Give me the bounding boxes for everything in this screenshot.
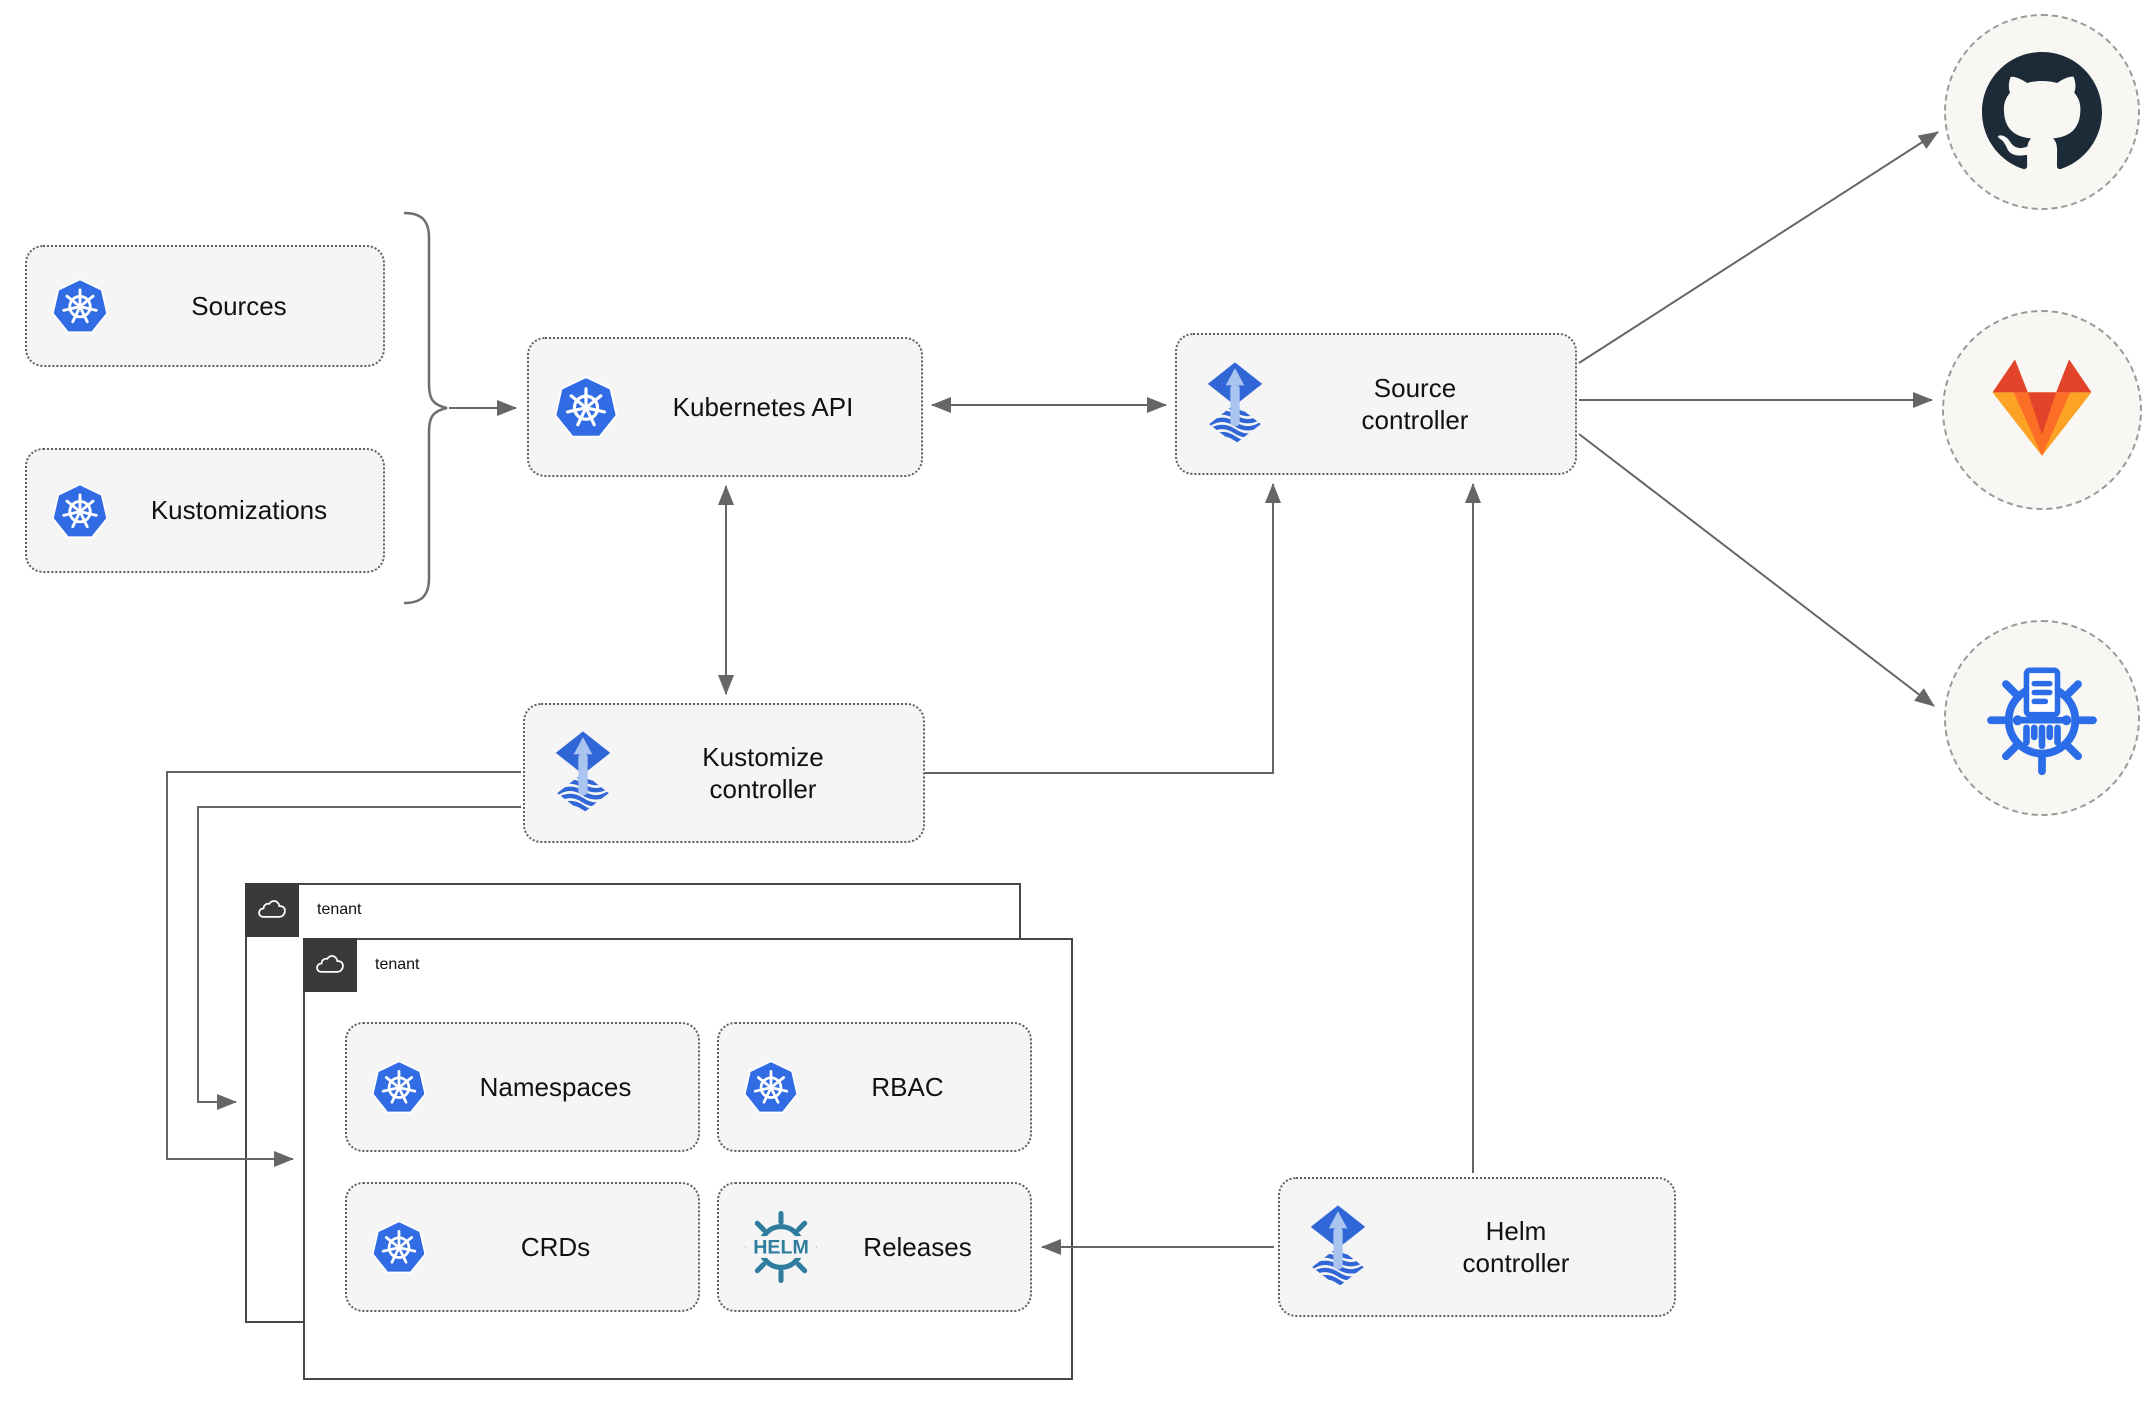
edge-source-to-github: [1578, 131, 1939, 364]
node-label: Kubernetes API: [672, 391, 854, 422]
tenant-tag-back: [245, 883, 299, 937]
node-kustomize-controller: Kustomize controller: [523, 703, 925, 843]
provider-github: [1944, 14, 2140, 210]
kubernetes-icon: [369, 1217, 429, 1277]
gitlab-icon: [1992, 359, 2092, 456]
helm-icon: HELM: [741, 1207, 821, 1287]
node-label: RBAC: [871, 1071, 944, 1102]
kubernetes-icon: [551, 372, 621, 442]
helm-wordmark: HELM: [753, 1237, 809, 1259]
tenant-tag-front: [303, 938, 357, 992]
node-source-controller: Source controller: [1175, 333, 1577, 475]
node-releases: HELM Releases: [717, 1182, 1032, 1312]
flux-icon: [1199, 361, 1271, 447]
edge-kustomize-to-source: [925, 483, 1281, 774]
kubernetes-icon: [49, 480, 111, 542]
brace-sources-group: [403, 211, 448, 605]
node-rbac: RBAC: [717, 1022, 1032, 1152]
node-label: Releases: [863, 1231, 972, 1262]
node-label: Source controller: [1361, 372, 1469, 436]
flux-icon: [547, 730, 619, 816]
edge-source-to-registry: [1578, 433, 1935, 707]
cloud-icon: [256, 896, 288, 924]
node-label: Namespaces: [479, 1071, 632, 1102]
kubernetes-icon: [369, 1057, 429, 1117]
node-kubernetes-api: Kubernetes API: [527, 337, 923, 477]
node-namespaces: Namespaces: [345, 1022, 700, 1152]
node-crds: CRDs: [345, 1182, 700, 1312]
node-helm-controller: Helm controller: [1278, 1177, 1676, 1317]
kubernetes-icon: [49, 275, 111, 337]
node-label: Sources: [191, 290, 287, 321]
kubernetes-icon: [741, 1057, 801, 1117]
tenant-group-front: tenant: [303, 938, 1073, 1380]
node-label: Kustomize controller: [702, 741, 824, 805]
tenant-label: tenant: [375, 956, 420, 973]
provider-registry: [1944, 620, 2140, 816]
node-label: CRDs: [520, 1231, 591, 1262]
node-sources: Sources: [25, 245, 385, 367]
tenant-label: tenant: [317, 901, 362, 918]
provider-gitlab: [1942, 310, 2142, 510]
node-kustomizations: Kustomizations: [25, 448, 385, 573]
node-label: Helm controller: [1462, 1215, 1570, 1279]
cloud-icon: [314, 951, 346, 979]
node-label: Kustomizations: [150, 495, 328, 526]
github-icon: [1982, 52, 2102, 170]
container-registry-icon: [1987, 667, 2097, 776]
flux-icon: [1302, 1204, 1374, 1290]
